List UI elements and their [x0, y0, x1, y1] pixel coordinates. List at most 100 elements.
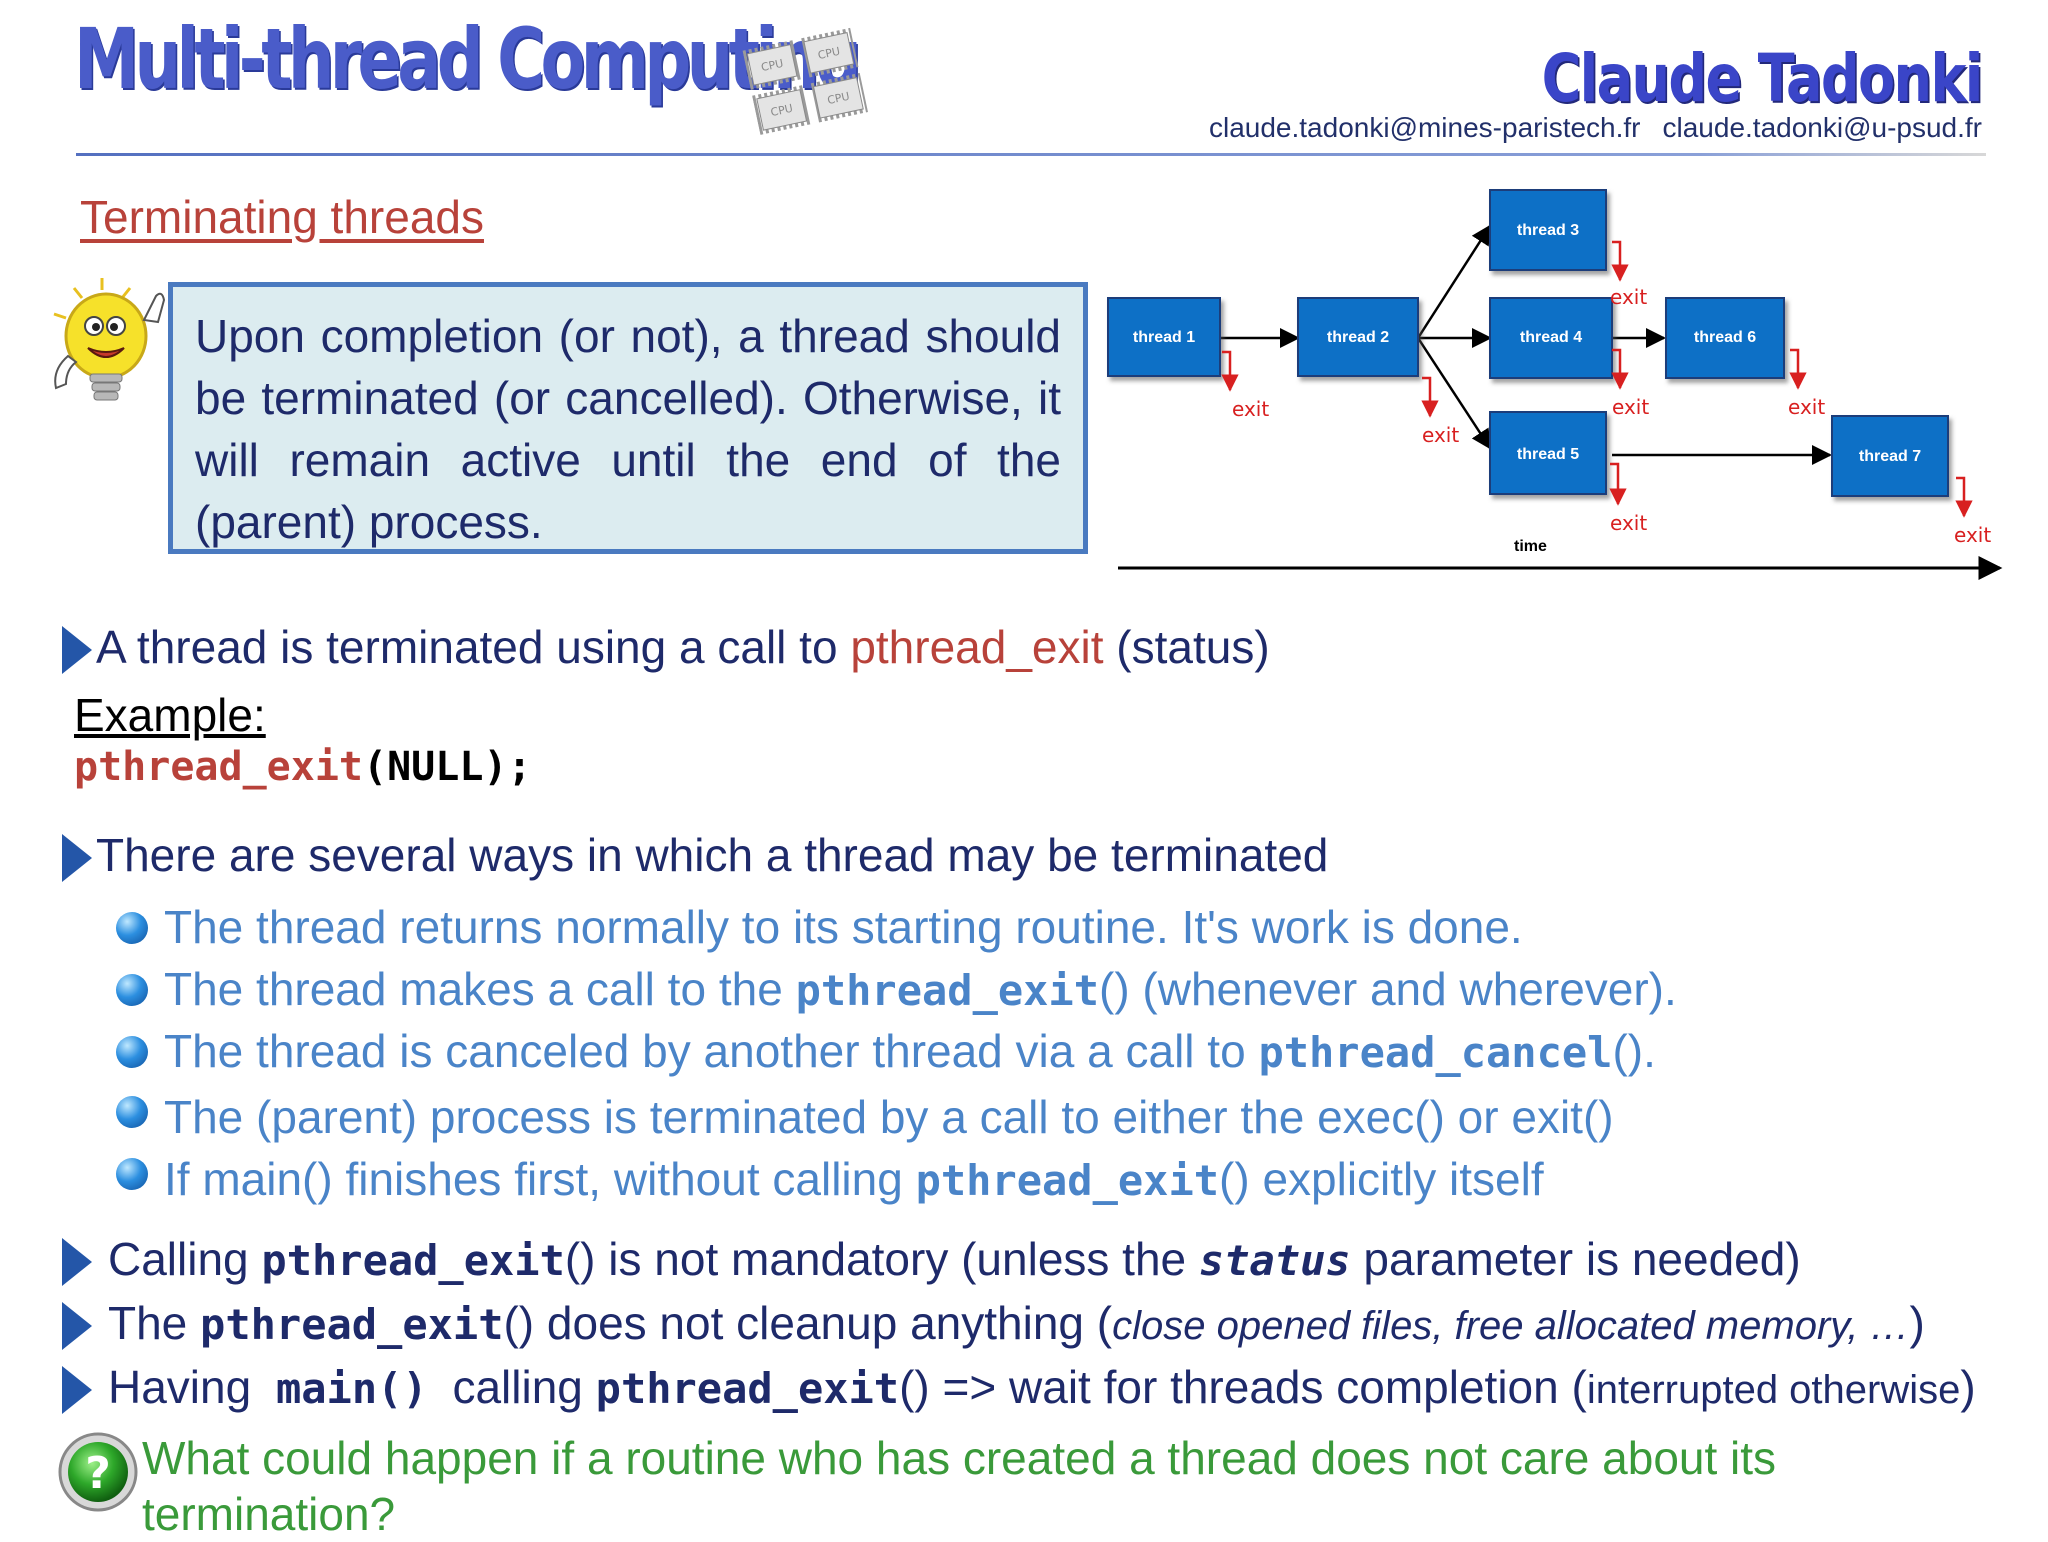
time-label: time	[1514, 538, 1547, 555]
thread-box: thread 6	[1665, 297, 1785, 379]
exit-label: exit	[1610, 511, 1647, 535]
text: Having	[108, 1361, 264, 1413]
bullet-circle-icon	[116, 912, 148, 944]
bullet-triangle-icon	[62, 834, 92, 882]
exit-label: exit	[1788, 395, 1825, 419]
small-text: interrupted otherwise	[1586, 1368, 1961, 1412]
bullet-triangle-icon	[62, 1366, 92, 1414]
text: The	[108, 1297, 201, 1349]
bullet-triangle-icon	[62, 1302, 92, 1350]
text: The thread makes a call to the	[164, 963, 796, 1015]
thread-label: thread 7	[1859, 448, 1921, 465]
cpu-chip: CPU	[808, 72, 868, 123]
bullet-triangle-icon	[62, 1238, 92, 1286]
point-main-wait: Having main() calling pthread_exit() => …	[108, 1360, 1976, 1414]
bullet-circle-icon	[116, 974, 148, 1006]
exit-marker: exit	[1954, 476, 1991, 547]
callout-box: Upon completion (or not), a thread shoul…	[168, 282, 1088, 554]
cpu-label: CPU	[817, 45, 842, 62]
text: (status)	[1103, 621, 1270, 673]
thread-box: thread 4	[1489, 297, 1613, 379]
svg-text:?: ?	[85, 1448, 111, 1499]
param-name: status	[1198, 1236, 1351, 1285]
thread-box: thread 3	[1489, 189, 1607, 271]
exit-marker: exit	[1611, 348, 1649, 419]
text: () (whenever and wherever).	[1099, 963, 1677, 1015]
way-cancel: The thread is canceled by another thread…	[164, 1024, 1656, 1078]
cpu-chip: CPU	[752, 84, 812, 135]
question-text: What could happen if a routine who has c…	[142, 1430, 1776, 1542]
example-label: Example:	[74, 689, 266, 741]
bullet-triangle-icon	[62, 626, 92, 674]
code-main: main()	[275, 1364, 428, 1413]
exit-marker: exit	[1221, 350, 1269, 421]
thread-box: thread 1	[1107, 297, 1221, 377]
thread-box: thread 2	[1297, 297, 1419, 377]
exit-marker: exit	[1421, 376, 1459, 447]
section-title: Terminating threads	[80, 191, 484, 243]
function-name: pthread_cancel	[1258, 1028, 1613, 1077]
point-ways: There are several ways in which a thread…	[96, 829, 1329, 881]
text: () => wait for threads completion (	[899, 1361, 1587, 1413]
cpu-chips-logo: CPU CPU CPU CPU	[742, 27, 868, 135]
exit-label: exit	[1232, 397, 1269, 421]
exit-marker: exit	[1610, 240, 1647, 309]
exit-label: exit	[1612, 395, 1649, 419]
text: () does not cleanup anything (	[503, 1297, 1113, 1349]
cpu-label: CPU	[826, 90, 851, 107]
function-name: pthread_exit	[595, 1364, 900, 1413]
question-icon: ?	[58, 1432, 138, 1512]
cpu-chip: CPU	[799, 27, 859, 78]
cpu-chip: CPU	[742, 39, 802, 90]
bullet-circle-icon	[116, 1096, 148, 1128]
flow-arrows	[1220, 224, 1832, 465]
thread-label: thread 1	[1133, 329, 1195, 346]
function-name: pthread_exit	[795, 966, 1099, 1015]
way-return: The thread returns normally to its start…	[164, 901, 1523, 953]
function-name: pthread_exit	[915, 1156, 1220, 1205]
function-name: pthread_exit	[200, 1300, 504, 1349]
way-pthread-exit: The thread makes a call to the pthread_e…	[164, 962, 1677, 1016]
point-no-cleanup: The pthread_exit() does not cleanup anyt…	[108, 1296, 1925, 1350]
code-function: pthread_exit	[74, 744, 363, 790]
text: calling	[439, 1361, 596, 1413]
cpu-label: CPU	[760, 57, 785, 74]
thread-box: thread 7	[1831, 415, 1949, 497]
code-args: (NULL);	[362, 744, 532, 790]
text: Calling	[108, 1233, 262, 1285]
exit-marker: exit	[1609, 462, 1647, 535]
thread-label: thread 4	[1520, 329, 1582, 346]
text: ().	[1612, 1025, 1656, 1077]
way-process-exit: The (parent) process is terminated by a …	[164, 1091, 1614, 1143]
email-upsud: claude.tadonki@u-psud.fr	[1662, 112, 1983, 143]
point-not-mandatory: Calling pthread_exit() is not mandatory …	[108, 1232, 1801, 1286]
question-line: What could happen if a routine who has c…	[142, 1432, 1777, 1484]
point-pthread-exit: A thread is terminated using a call to p…	[96, 620, 1270, 674]
exit-marker: exit	[1788, 348, 1825, 419]
function-name: pthread_exit	[261, 1236, 565, 1285]
callout-text: Upon completion (or not), a thread shoul…	[195, 310, 1061, 548]
exit-label: exit	[1610, 285, 1647, 309]
thread-label: thread 6	[1694, 329, 1756, 346]
exit-label: exit	[1954, 523, 1991, 547]
italic-text: close opened files, free allocated memor…	[1112, 1304, 1910, 1348]
author-name: Claude Tadonki	[1541, 40, 1984, 117]
text: The thread is canceled by another thread…	[164, 1025, 1259, 1077]
email-mines: claude.tadonki@mines-paristech.fr	[1208, 112, 1641, 143]
thread-label: thread 2	[1327, 329, 1389, 346]
thread-box: thread 5	[1489, 411, 1607, 495]
text: () is not mandatory (unless the	[564, 1233, 1199, 1285]
author-emails: claude.tadonki@mines-paristech.fr claude.…	[1209, 112, 1982, 144]
question-line: termination?	[142, 1488, 396, 1540]
text: () explicitly itself	[1219, 1153, 1544, 1205]
bullet-circle-icon	[116, 1036, 148, 1068]
course-title: Multi-thread Computing	[74, 10, 862, 108]
text: )	[1909, 1297, 1925, 1349]
cpu-label: CPU	[769, 102, 794, 119]
way-main-finishes: If main() finishes first, without callin…	[164, 1152, 1544, 1206]
text: A thread is terminated using a call to	[96, 621, 851, 673]
example-code: pthread_exit(NULL);	[74, 744, 532, 790]
text: )	[1960, 1361, 1976, 1413]
function-name: pthread_exit	[850, 621, 1104, 673]
header-rule	[76, 153, 1986, 156]
